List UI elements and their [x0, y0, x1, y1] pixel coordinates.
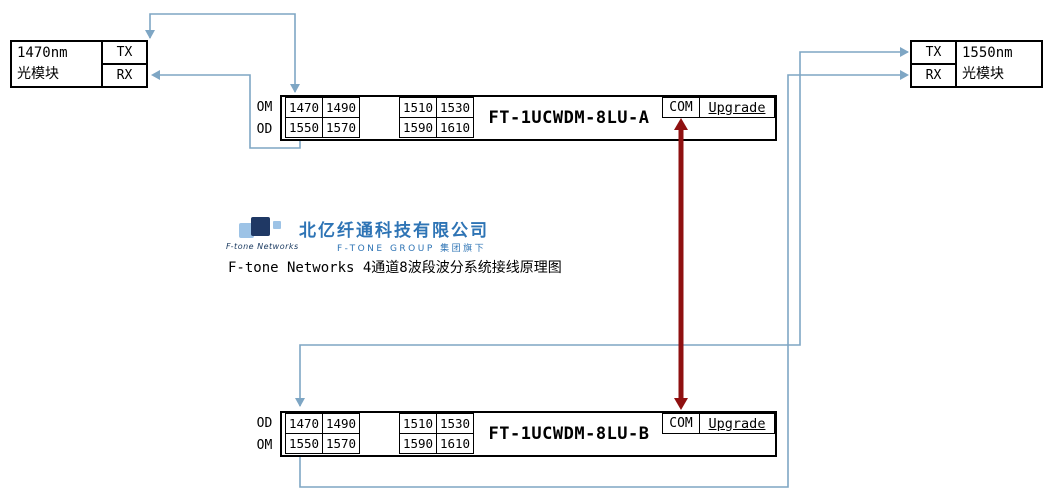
device-b-channel-1550: 1550 — [285, 433, 323, 454]
device-a-channel-1530: 1530 — [436, 97, 474, 118]
module-1470-ports: TX RX — [101, 42, 146, 86]
module-1550-rx-port: RX — [925, 68, 942, 83]
module-1470-type: 光模块 — [17, 66, 59, 82]
company-name: 北亿纤通科技有限公司 — [299, 221, 489, 241]
device-b-channel-1510: 1510 — [399, 413, 437, 434]
device-a-channel-1550: 1550 — [285, 117, 323, 138]
cwdm-device-a: 1470 1490 1510 1530 1550 1570 1590 1610 … — [280, 95, 777, 141]
device-b-upgrade-label: Upgrade — [708, 415, 766, 432]
logo-square-accent — [273, 221, 281, 229]
device-a-row-label-om: OM — [256, 100, 273, 115]
module-1550-label: 1550nm 光模块 — [957, 42, 1041, 86]
module-1470-label: 1470nm 光模块 — [12, 42, 101, 86]
arrowhead-into-left-tx — [145, 30, 155, 39]
trunk-arrowhead-down — [674, 398, 688, 410]
device-b-channel-1610: 1610 — [436, 433, 474, 454]
diagram-caption: F-tone Networks 4通道8波段波分系统接线原理图 — [228, 260, 562, 276]
optical-module-1470: 1470nm 光模块 TX RX — [10, 40, 148, 88]
fiber-left-tx-to-device-a — [149, 13, 296, 92]
module-1470-wavelength: 1470nm — [17, 45, 68, 61]
arrowhead-into-device-b-top — [295, 398, 305, 407]
device-a-row-label-od: OD — [256, 122, 273, 137]
module-1550-ports: TX RX — [912, 42, 957, 86]
logo-wordmark: F-tone Networks — [226, 242, 299, 251]
company-group-line: F-TONE GROUP 集团旗下 — [337, 244, 487, 254]
device-b-channel-1570: 1570 — [322, 433, 360, 454]
device-b-upgrade-port: Upgrade — [699, 413, 775, 434]
device-a-channel-1610: 1610 — [436, 117, 474, 138]
device-a-title: FT-1UCWDM-8LU-A — [488, 108, 650, 128]
module-1470-rx-port: RX — [116, 68, 133, 83]
device-a-com-port: COM — [662, 97, 700, 118]
device-b-title: FT-1UCWDM-8LU-B — [488, 424, 650, 444]
module-1470-tx-port: TX — [103, 42, 146, 65]
device-b-channel-1530: 1530 — [436, 413, 474, 434]
arrowhead-into-right-tx — [900, 47, 909, 57]
logo-square-dark — [251, 217, 270, 236]
device-a-channel-1470: 1470 — [285, 97, 323, 118]
device-b-row-label-om: OM — [256, 438, 273, 453]
arrowhead-into-right-rx — [900, 70, 909, 80]
company-logo-icon — [239, 217, 281, 238]
logo-square-light — [239, 223, 254, 238]
device-a-channel-1510: 1510 — [399, 97, 437, 118]
device-b-channel-1470: 1470 — [285, 413, 323, 434]
device-b-com-port: COM — [662, 413, 700, 434]
device-a-channel-1570: 1570 — [322, 117, 360, 138]
module-1550-wavelength: 1550nm — [962, 45, 1013, 61]
device-a-upgrade-port: Upgrade — [699, 97, 775, 118]
fiber-device-a-to-left-rx — [158, 74, 301, 149]
device-b-row-label-od: OD — [256, 416, 273, 431]
optical-module-1550: TX RX 1550nm 光模块 — [910, 40, 1043, 88]
device-b-channel-1490: 1490 — [322, 413, 360, 434]
module-1550-tx-port: TX — [912, 42, 955, 65]
device-a-channel-1590: 1590 — [399, 117, 437, 138]
arrowhead-into-left-rx — [151, 70, 160, 80]
device-a-channel-1490: 1490 — [322, 97, 360, 118]
arrowhead-into-device-a-top — [290, 84, 300, 93]
device-b-channel-1590: 1590 — [399, 433, 437, 454]
module-1550-type: 光模块 — [962, 66, 1004, 82]
cwdm-device-b: 1470 1490 1510 1530 1550 1570 1590 1610 … — [280, 411, 777, 457]
device-a-upgrade-label: Upgrade — [708, 99, 766, 116]
